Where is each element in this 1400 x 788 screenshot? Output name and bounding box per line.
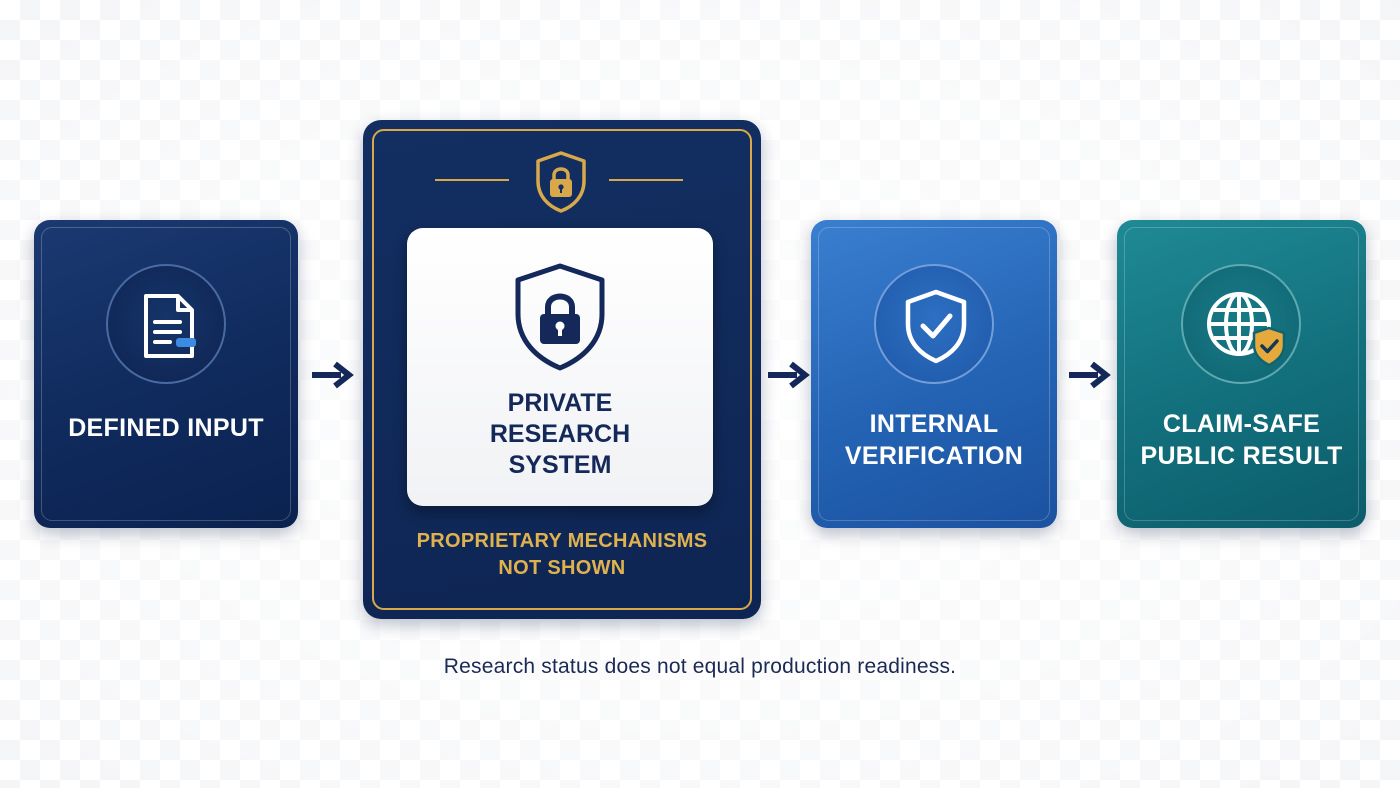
footer-note: Research status does not equal productio… [443, 655, 957, 678]
title-line-1: PRIVATE [507, 389, 613, 417]
private-system-panel: PRIVATE RESEARCH SYSTEM [407, 228, 713, 506]
arrow-right-icon [768, 361, 810, 389]
document-icon [106, 264, 226, 384]
defined-input-card: DEFINED INPUT [34, 220, 298, 528]
label-line-1: CLAIM-SAFE [1162, 410, 1321, 438]
public-result-label: CLAIM-SAFE PUBLIC RESULT [1117, 408, 1366, 472]
arrow-right-icon [312, 361, 354, 389]
title-line-2: RESEARCH [489, 420, 631, 448]
label-line-2: PUBLIC RESULT [1140, 442, 1343, 470]
label-line-2: VERIFICATION [844, 442, 1024, 470]
shield-check-icon [874, 264, 994, 384]
padlock-badge-icon [536, 151, 586, 213]
arrow-right-icon [1069, 361, 1111, 389]
divider-right [609, 179, 683, 181]
title-line-3: SYSTEM [508, 451, 612, 479]
caption-line-2: NOT SHOWN [498, 557, 626, 579]
private-research-card: PRIVATE RESEARCH SYSTEM PROPRIETARY MECH… [363, 120, 761, 619]
proprietary-caption: PROPRIETARY MECHANISMS NOT SHOWN [363, 528, 761, 582]
private-system-title: PRIVATE RESEARCH SYSTEM [407, 388, 713, 481]
caption-line-1: PROPRIETARY MECHANISMS [416, 530, 708, 552]
globe-shield-icon [1181, 264, 1301, 384]
divider-left [435, 179, 509, 181]
public-result-card: CLAIM-SAFE PUBLIC RESULT [1117, 220, 1366, 528]
defined-input-label: DEFINED INPUT [68, 414, 264, 442]
internal-verification-card: INTERNAL VERIFICATION [811, 220, 1057, 528]
label-line-1: INTERNAL [869, 410, 999, 438]
internal-verification-label: INTERNAL VERIFICATION [811, 408, 1057, 472]
shield-lock-icon [515, 263, 605, 371]
